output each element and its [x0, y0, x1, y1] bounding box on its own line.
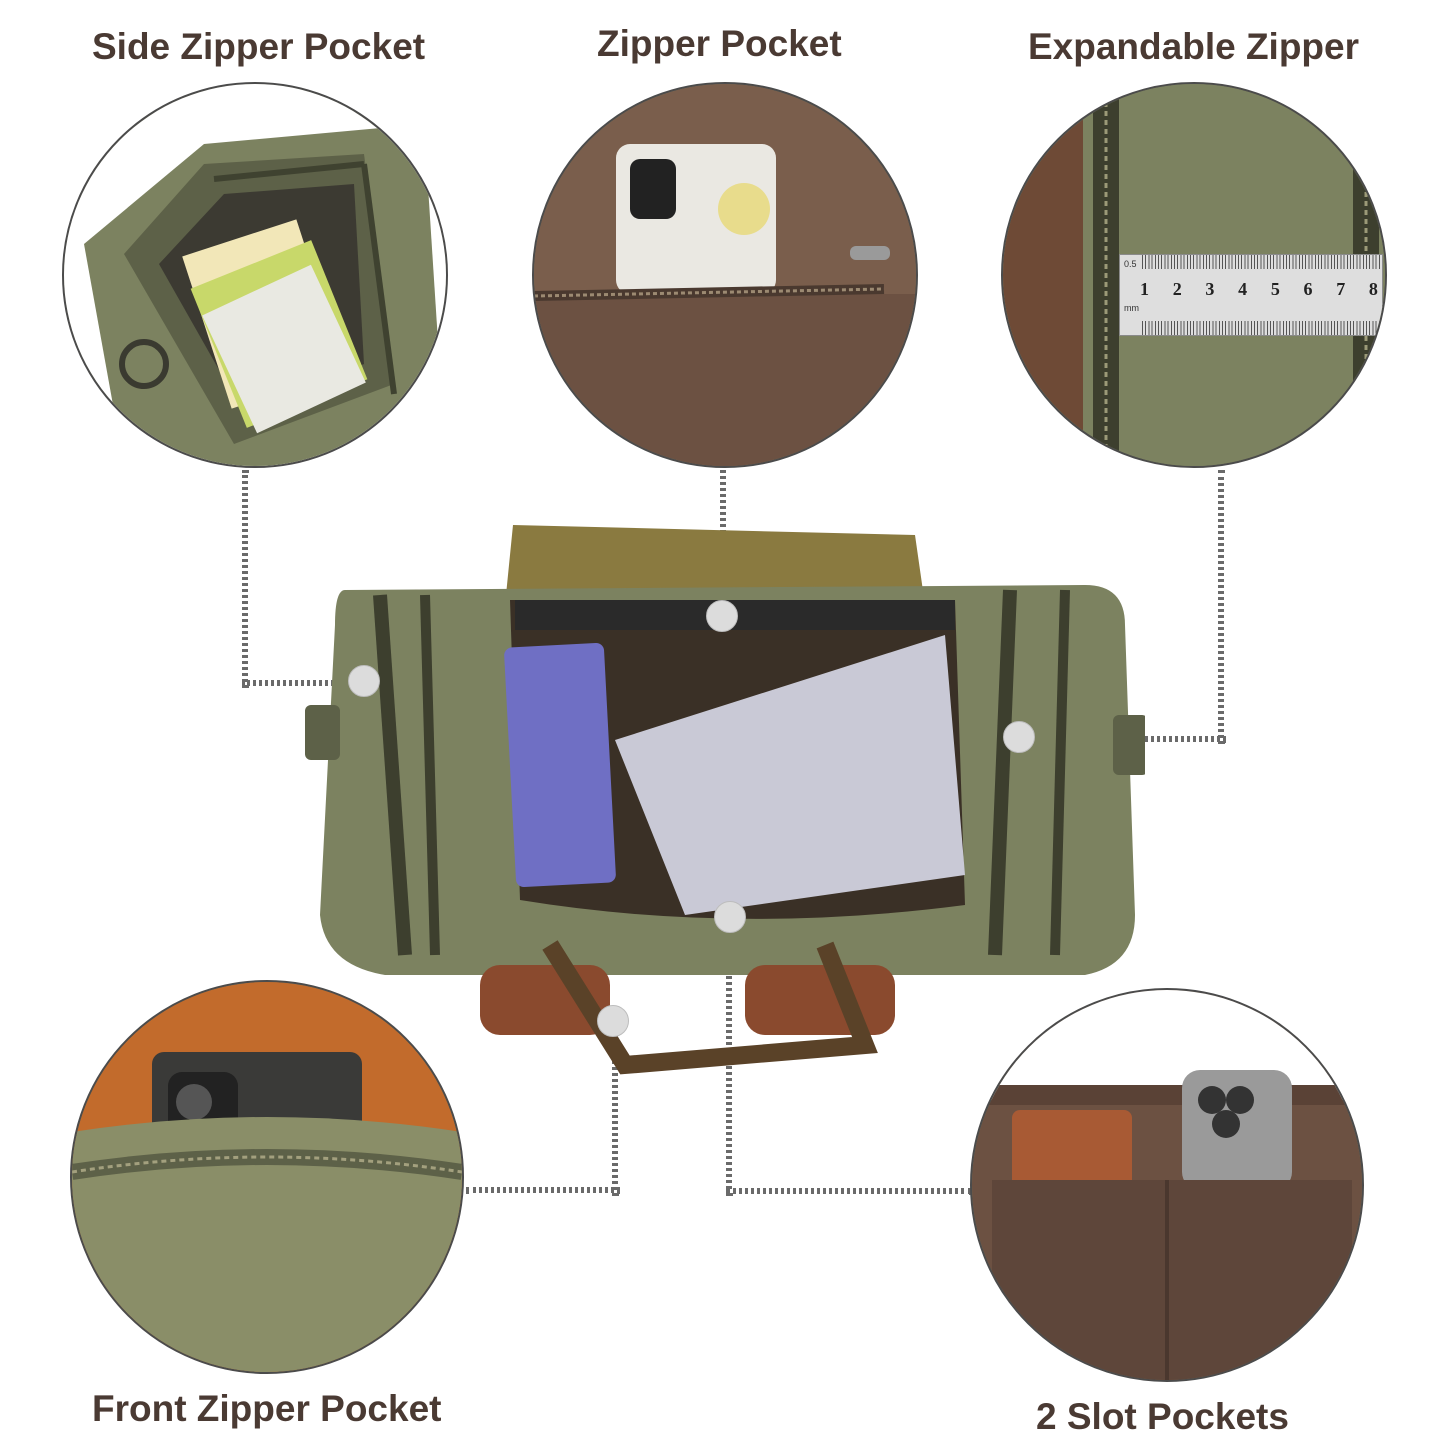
- front-pocket-illustration: [72, 982, 462, 1372]
- side-zipper-pocket-photo: [62, 82, 448, 468]
- zipper-pocket-illustration: [534, 84, 916, 466]
- callout-dot-bottom: [714, 901, 746, 933]
- callout-dot-side: [348, 665, 380, 697]
- front-zipper-pocket-photo: [70, 980, 464, 1374]
- duffel-bag-illustration: [305, 525, 1145, 1075]
- side-pocket-illustration: [64, 84, 446, 466]
- leader-side-vertical: [242, 470, 248, 688]
- slot-pockets-illustration: [972, 990, 1362, 1380]
- callout-dot-right: [1003, 721, 1035, 753]
- leader-front-horizontal: [466, 1187, 620, 1193]
- callout-dot-top: [706, 600, 738, 632]
- callout-dot-front: [597, 1005, 629, 1037]
- label-2-slot-pockets: 2 Slot Pockets: [1036, 1396, 1289, 1437]
- slot-pockets-photo: [970, 988, 1364, 1382]
- duffel-bag: [305, 515, 1145, 1075]
- leader-expand-vertical: [1218, 470, 1224, 744]
- ruler-half-label: 0.5: [1124, 259, 1137, 269]
- ruler-unit-label: mm: [1124, 303, 1139, 313]
- label-expandable-zipper: Expandable Zipper: [1028, 26, 1360, 67]
- leader-slot-horizontal: [726, 1188, 972, 1194]
- label-zipper-pocket: Zipper Pocket: [597, 23, 842, 64]
- label-front-zipper-pocket: Front Zipper Pocket: [92, 1388, 442, 1429]
- label-side-zipper-pocket: Side Zipper Pocket: [92, 26, 426, 67]
- zipper-pocket-photo: [532, 82, 918, 468]
